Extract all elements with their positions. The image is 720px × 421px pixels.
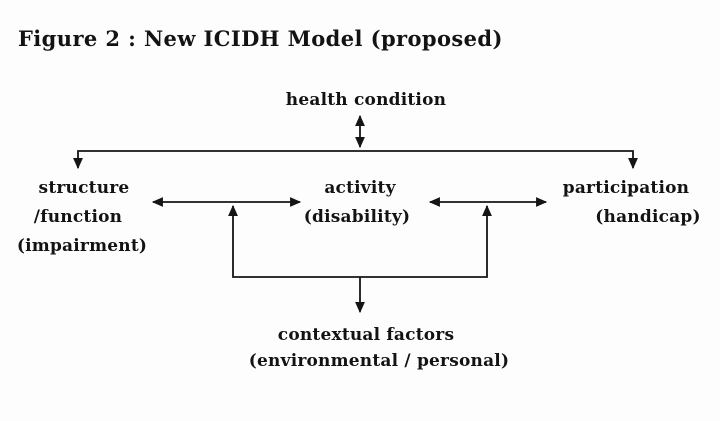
node-participation-line1: participation (562, 178, 690, 198)
node-contextual-factors-line2: (environmental / personal) (248, 351, 510, 371)
figure-title: Figure 2 : New ICIDH Model (proposed) (18, 26, 503, 51)
node-activity-line2: (disability) (303, 207, 411, 227)
connector-top-bar (73, 150, 638, 170)
node-structure-function-line1: structure (38, 178, 130, 198)
node-participation-line2: (handicap) (595, 207, 701, 227)
node-health-condition: health condition (285, 90, 447, 110)
node-structure-function-line2: /function (33, 207, 123, 227)
node-contextual-factors-line1: contextual factors (277, 325, 455, 345)
node-activity-line1: activity (324, 178, 396, 198)
node-structure-function-line3: (impairment) (16, 236, 148, 256)
